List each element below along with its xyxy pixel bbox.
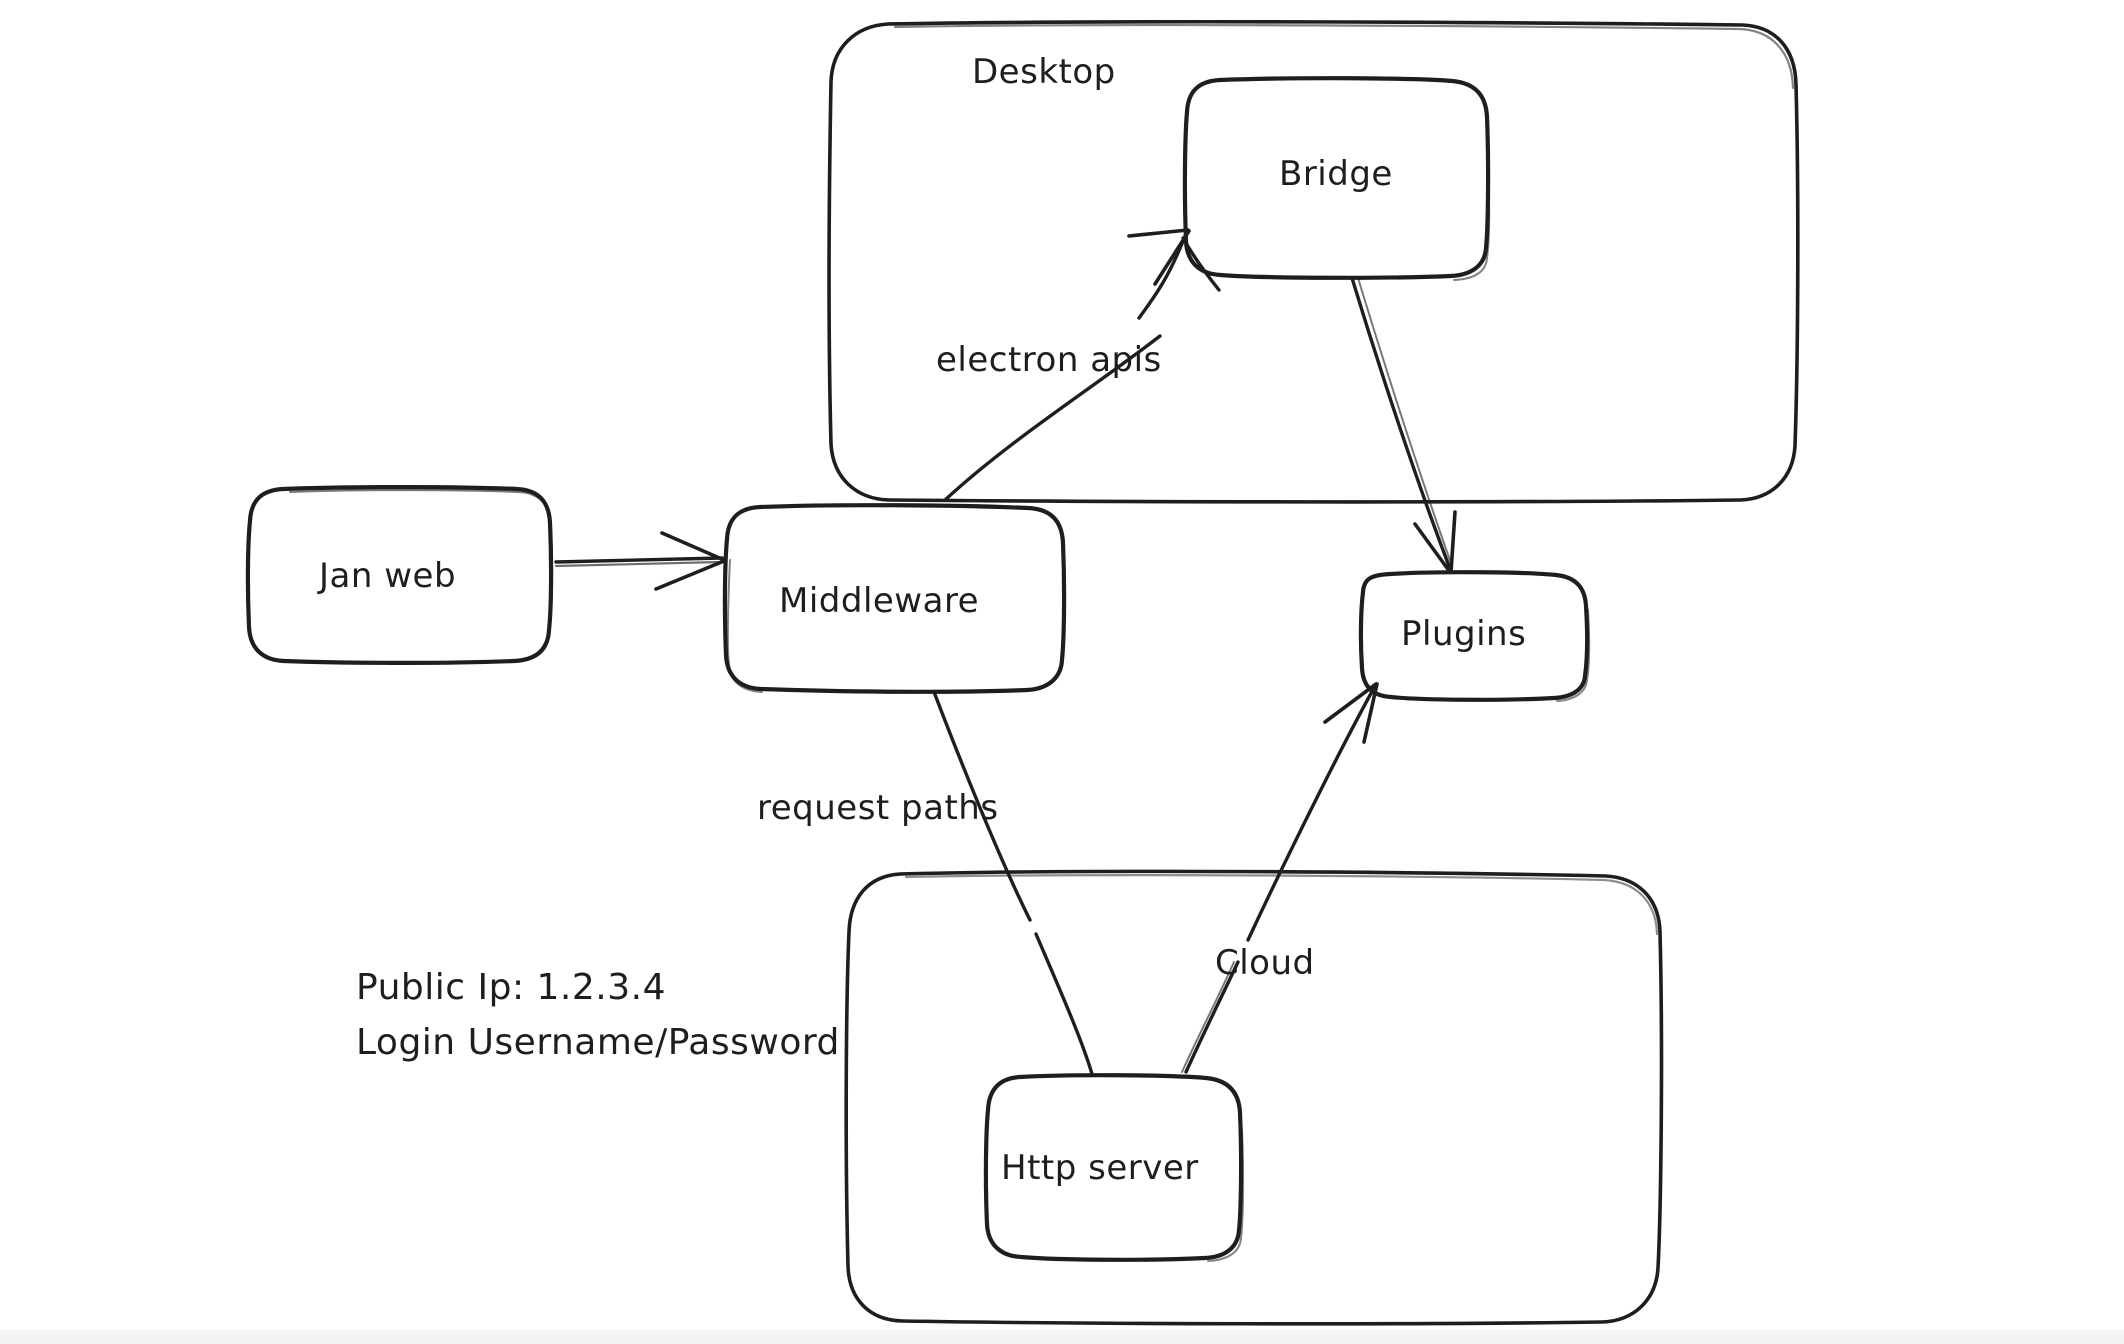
group-label-cloud: Cloud xyxy=(1215,943,1315,983)
edge-http-server-to-plugins xyxy=(1181,682,1379,1074)
node-jan-web-shape[interactable] xyxy=(245,485,554,665)
node-plugins-shape[interactable] xyxy=(1358,570,1591,702)
group-desktop-shape xyxy=(827,19,1800,504)
node-middleware-shape[interactable] xyxy=(722,503,1067,694)
edge-bridge-to-plugins xyxy=(1350,276,1457,574)
node-label-jan-web: Jan web xyxy=(319,556,457,596)
edge-middleware-to-bridge xyxy=(943,228,1221,502)
note-public-ip: Public Ip: 1.2.3.4 xyxy=(356,967,666,1008)
node-label-plugins: Plugins xyxy=(1401,614,1527,654)
node-label-middleware: Middleware xyxy=(779,581,980,621)
node-bridge-shape[interactable] xyxy=(1182,76,1491,281)
edge-label-request-paths: request paths xyxy=(757,788,999,828)
edge-jan-web-to-middleware xyxy=(554,531,726,591)
node-label-http-server: Http server xyxy=(1001,1148,1199,1188)
node-label-bridge: Bridge xyxy=(1279,154,1393,194)
edge-middleware-to-http-server xyxy=(932,690,1094,1076)
page-bottom-strip xyxy=(0,1330,2124,1344)
group-label-desktop: Desktop xyxy=(972,52,1116,92)
edge-label-electron-apis: electron apis xyxy=(936,340,1162,380)
node-http-server-shape[interactable] xyxy=(983,1073,1245,1262)
group-cloud-shape xyxy=(844,869,1664,1326)
note-login-credentials: Login Username/Password xyxy=(356,1022,840,1063)
